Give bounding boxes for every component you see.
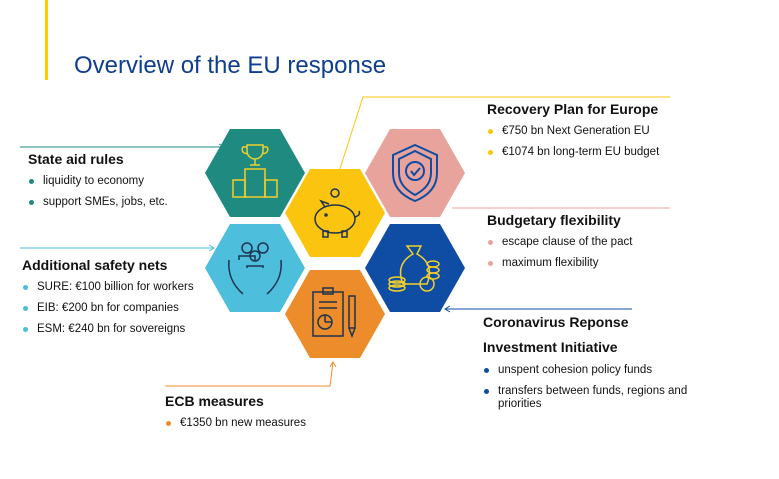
hex-crii	[365, 224, 465, 312]
block-safety-nets: Additional safety nets SURE: €100 billio…	[22, 257, 194, 344]
list-item: ESM: €240 bn for sovereigns	[22, 323, 194, 336]
hex-state-aid	[205, 129, 305, 217]
list-item: €750 bn Next Generation EU	[487, 125, 659, 138]
connector-safety-nets	[20, 244, 215, 252]
bullet	[23, 327, 28, 332]
bullet	[488, 261, 493, 266]
bullet	[488, 240, 493, 245]
list-item: maximum flexibility	[487, 257, 632, 270]
list-item: SURE: €100 billion for workers	[22, 281, 194, 294]
list-item: transfers between funds, regions and pri…	[483, 385, 703, 411]
trophy-podium-icon	[232, 144, 278, 198]
page-title: Overview of the EU response	[74, 52, 387, 79]
block-state-aid: State aid rules liquidity to economy sup…	[28, 151, 168, 217]
bullet	[23, 285, 28, 290]
bullet	[488, 150, 493, 155]
list-item: liquidity to economy	[28, 175, 168, 188]
bullet	[484, 389, 489, 394]
bullet	[29, 200, 34, 205]
heading-crii-line1: Coronavirus Reponse	[483, 314, 629, 330]
block-recovery: Recovery Plan for Europe €750 bn Next Ge…	[487, 101, 659, 167]
connector-crii	[444, 305, 632, 313]
list-item: unspent cohesion policy funds	[483, 364, 703, 377]
hex-recovery	[365, 129, 465, 217]
bullet	[484, 368, 489, 373]
heading-recovery: Recovery Plan for Europe	[487, 101, 659, 117]
money-bag-coins-icon	[388, 245, 440, 292]
bullet	[29, 179, 34, 184]
shield-check-icon	[392, 143, 438, 203]
connector-ecb	[165, 361, 337, 387]
heading-safety-nets: Additional safety nets	[22, 257, 168, 273]
connector-state-aid	[20, 143, 225, 151]
list-item: €1074 bn long-term EU budget	[487, 146, 659, 159]
list-item: €1350 bn new measures	[165, 417, 306, 430]
clipboard-chart-icon	[312, 287, 356, 339]
list-item: EIB: €200 bn for companies	[22, 302, 194, 315]
heading-budgetary: Budgetary flexibility	[487, 212, 621, 228]
accent-bar	[45, 0, 48, 80]
piggy-bank-icon	[314, 188, 361, 238]
bullet	[23, 306, 28, 311]
people-hands-icon	[228, 242, 282, 295]
heading-ecb: ECB measures	[165, 393, 264, 409]
hex-recovery-center	[285, 169, 385, 257]
block-ecb: ECB measures €1350 bn new measures	[165, 393, 306, 438]
hex-safety-nets	[205, 224, 305, 312]
bullet	[488, 129, 493, 134]
list-item: support SMEs, jobs, etc.	[28, 196, 168, 209]
block-budgetary: Budgetary flexibility escape clause of t…	[487, 212, 632, 278]
list-item: escape clause of the pact	[487, 236, 632, 249]
heading-crii-line2: Investment Initiative	[483, 339, 618, 355]
hex-ecb	[285, 270, 385, 358]
heading-state-aid: State aid rules	[28, 151, 124, 167]
bullet	[166, 421, 171, 426]
block-crii: Coronavirus Reponse Investment Initiativ…	[483, 314, 703, 419]
